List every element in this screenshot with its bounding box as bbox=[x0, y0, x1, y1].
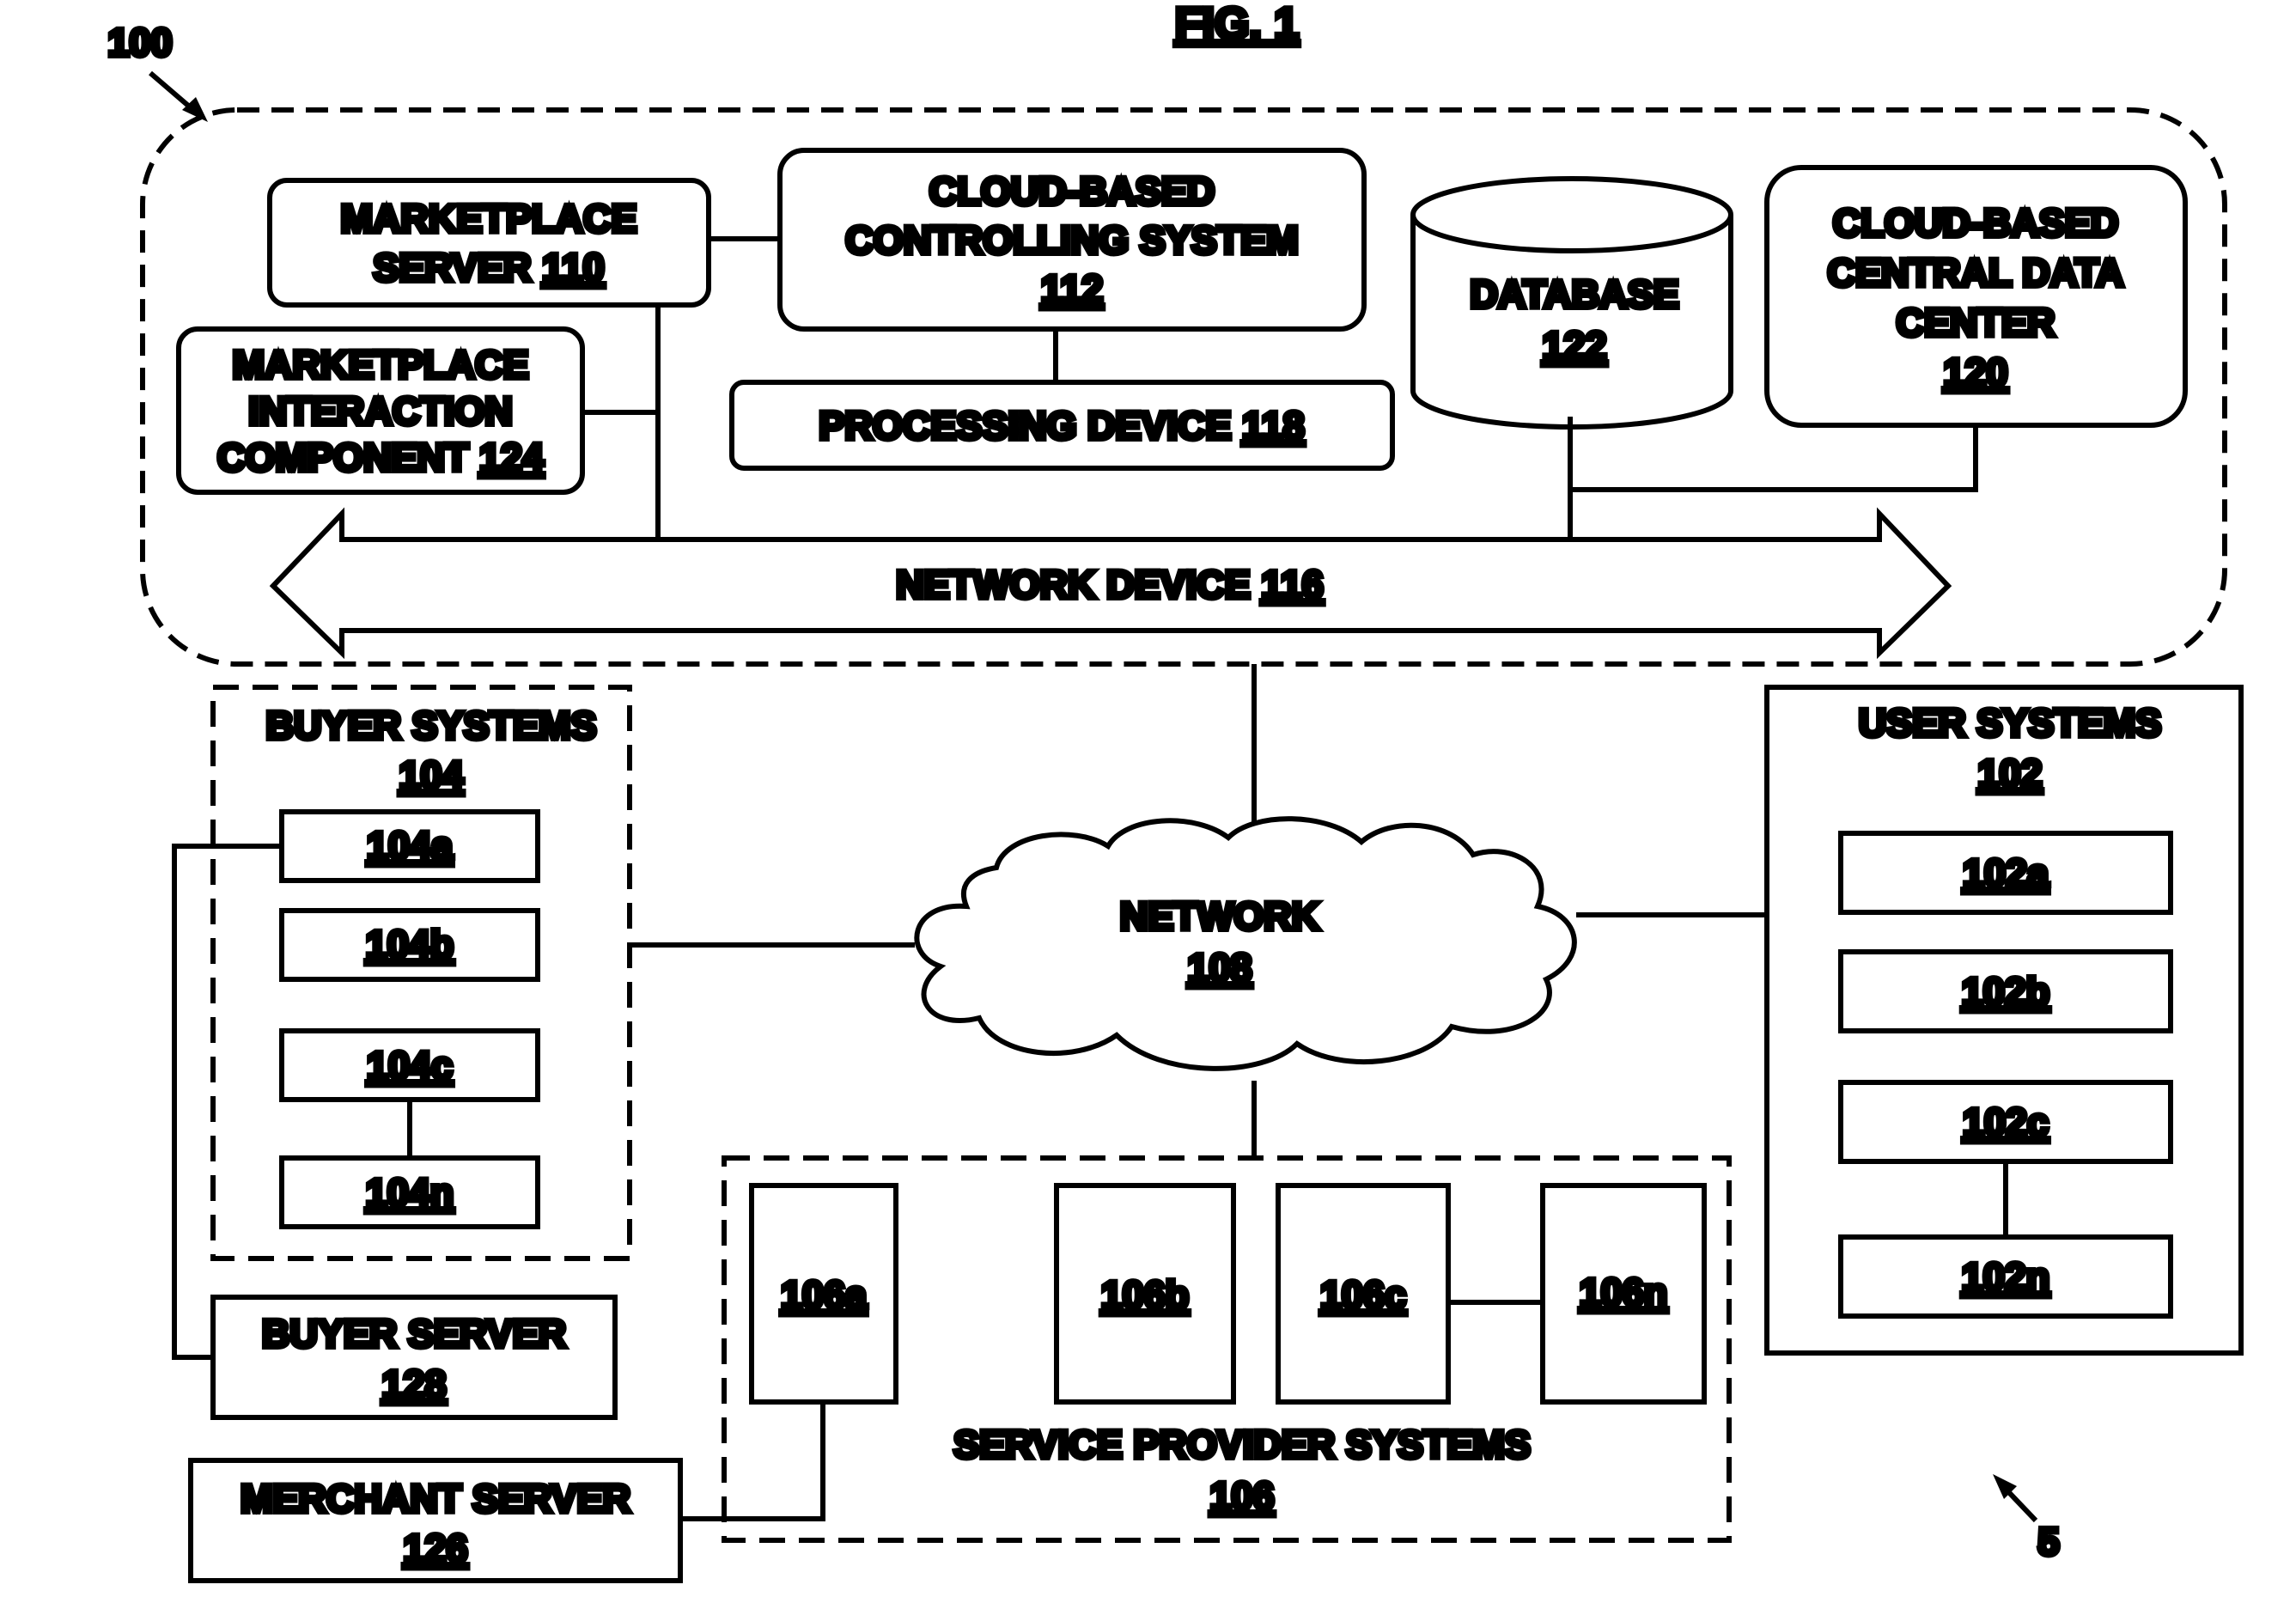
network-ref: 108 bbox=[1187, 946, 1252, 990]
controlling-system-line2: CONTROLLING SYSTEM bbox=[845, 218, 1299, 262]
user-102b-label: 102b bbox=[1962, 970, 2050, 1014]
database-cylinder-top bbox=[1413, 179, 1731, 251]
service-provider-ref: 106 bbox=[1209, 1474, 1274, 1518]
ref-100-label: 100 bbox=[107, 21, 172, 64]
interaction-component-line2: INTERACTION bbox=[248, 389, 513, 433]
merchant-server-ref: 126 bbox=[403, 1527, 467, 1570]
database-cylinder-body bbox=[1413, 215, 1731, 427]
buyer-systems-ref: 104 bbox=[399, 753, 463, 797]
central-data-center-line3: CENTER bbox=[1896, 301, 2055, 344]
provider-106b-label: 106b bbox=[1101, 1273, 1190, 1317]
central-data-center-line2: CENTRAL DATA bbox=[1828, 251, 2124, 295]
user-102n-label: 102n bbox=[1962, 1255, 2050, 1299]
network-label: NETWORK bbox=[1120, 894, 1320, 938]
connector-datacenter-network-device bbox=[1570, 425, 1976, 490]
connector-merchant-106a bbox=[680, 1402, 823, 1519]
controlling-system-ref: 112 bbox=[1041, 267, 1104, 311]
marketplace-server-line2: SERVER 110 bbox=[373, 246, 604, 289]
provider-106a-label: 106a bbox=[781, 1273, 868, 1317]
network-cloud bbox=[917, 819, 1574, 1069]
provider-106c-label: 106c bbox=[1320, 1273, 1406, 1317]
connector-buyer-server-104a bbox=[174, 846, 282, 1357]
interaction-component-line3: COMPONENT 124 bbox=[217, 436, 544, 479]
provider-106n-label: 106n bbox=[1580, 1271, 1668, 1314]
database-label: DATABASE bbox=[1470, 272, 1678, 316]
marketplace-server-line1: MARKETPLACE bbox=[341, 197, 637, 241]
processing-device-label: PROCESSING DEVICE 118 bbox=[819, 404, 1304, 448]
ref-5-label: 5 bbox=[2037, 1520, 2059, 1563]
user-102a-label: 102a bbox=[1963, 851, 2049, 895]
network-device-label: NETWORK DEVICE 116 bbox=[896, 563, 1324, 606]
service-provider-label: SERVICE PROVIDER SYSTEMS bbox=[953, 1423, 1531, 1466]
database-ref: 122 bbox=[1542, 324, 1606, 368]
user-systems-ref: 102 bbox=[1977, 752, 2042, 795]
buyer-server-ref: 128 bbox=[381, 1362, 446, 1406]
central-data-center-line1: CLOUD-BASED bbox=[1833, 201, 2119, 245]
buyer-systems-label: BUYER SYSTEMS bbox=[265, 704, 596, 747]
merchant-server-label: MERCHANT SERVER bbox=[241, 1477, 630, 1521]
central-data-center-ref: 120 bbox=[1943, 350, 2007, 394]
controlling-system-line1: CLOUD-BASED bbox=[929, 169, 1215, 213]
user-systems-label: USER SYSTEMS bbox=[1859, 701, 2162, 745]
buyer-server-label: BUYER SERVER bbox=[262, 1312, 566, 1356]
buyer-104a-label: 104a bbox=[367, 824, 454, 868]
buyer-104c-label: 104c bbox=[367, 1044, 453, 1088]
buyer-104n-label: 104n bbox=[366, 1171, 454, 1215]
buyer-104b-label: 104b bbox=[366, 923, 454, 966]
figure-title: FIG. 1 bbox=[1175, 0, 1299, 49]
user-102c-label: 102c bbox=[1963, 1100, 2049, 1144]
interaction-component-line1: MARKETPLACE bbox=[233, 343, 529, 387]
